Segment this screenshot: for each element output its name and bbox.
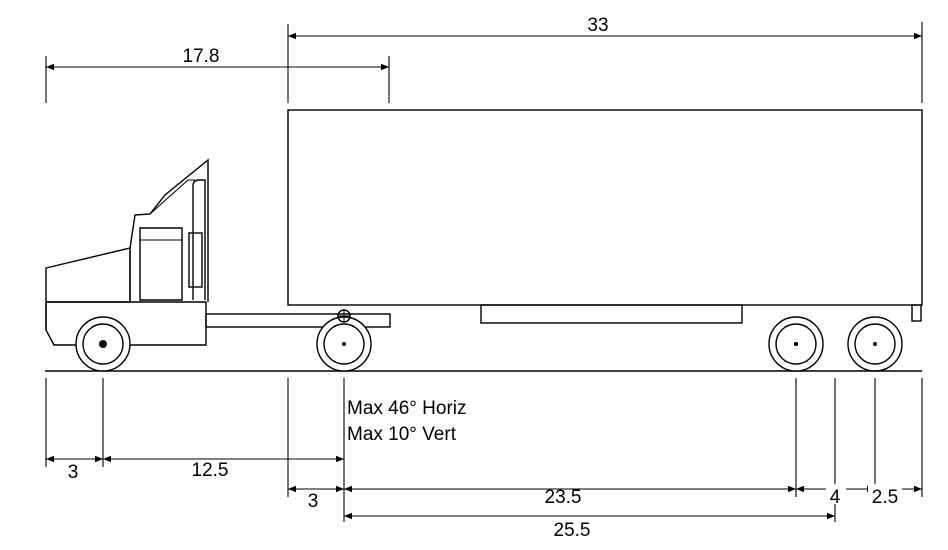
- dim-rear-overhang: 2.5: [868, 484, 922, 508]
- dim-label-front-overhang: 3: [68, 462, 79, 483]
- trailer-wheel-front: [768, 316, 824, 372]
- dim-label-front-to-kingpin: 17.8: [183, 46, 220, 67]
- note-max-horizontal: Max 46° Horiz: [347, 398, 467, 419]
- trailer-wheel-rear: [847, 316, 903, 372]
- dim-label-kingpin-to-axle: 23.5: [545, 487, 582, 508]
- trailer-body: [287, 109, 923, 306]
- body-lower-line: [46, 301, 207, 346]
- note-max-vertical: Max 10° Vert: [347, 424, 456, 445]
- bottom-extension-lines: [45, 378, 923, 522]
- dim-label-tandem-spacing: 4: [830, 487, 841, 508]
- cab-window: [139, 227, 183, 301]
- front-bumper: [45, 302, 80, 346]
- tractor-hood: [45, 247, 131, 330]
- kingpin-icon: [337, 309, 351, 323]
- drive-wheel: [316, 316, 372, 372]
- dim-kingpin-offset: 3: [288, 485, 344, 512]
- trailer-bumper: [911, 304, 922, 322]
- dim-tandem-spacing: 4: [796, 484, 875, 508]
- dim-tractor-wheelbase: 12.5: [103, 455, 344, 481]
- front-wheel: [75, 316, 131, 372]
- exhaust-stack: [192, 179, 206, 300]
- dim-label-kingpin-to-rear-axle: 25.5: [554, 520, 591, 541]
- tractor: [45, 158, 391, 346]
- dim-label-kingpin-offset: 3: [308, 491, 319, 512]
- air-filter: [188, 232, 203, 288]
- dim-kingpin-to-rear-axle: 25.5: [344, 512, 835, 541]
- dim-label-overall: 33: [587, 15, 608, 36]
- dim-label-rear-overhang: 2.5: [872, 487, 898, 508]
- dim-front-to-kingpin: 17.8: [45, 46, 390, 103]
- trailer: [287, 109, 923, 324]
- dim-overall-trailer: 33: [287, 15, 923, 103]
- trailer-skirt: [480, 304, 743, 324]
- cab-sleeper-line: [149, 179, 195, 215]
- dim-kingpin-to-axle: 23.5: [344, 485, 796, 508]
- dim-label-wheelbase: 12.5: [192, 460, 229, 481]
- tractor-cab: [129, 158, 209, 302]
- dim-front-overhang: 3: [46, 455, 103, 483]
